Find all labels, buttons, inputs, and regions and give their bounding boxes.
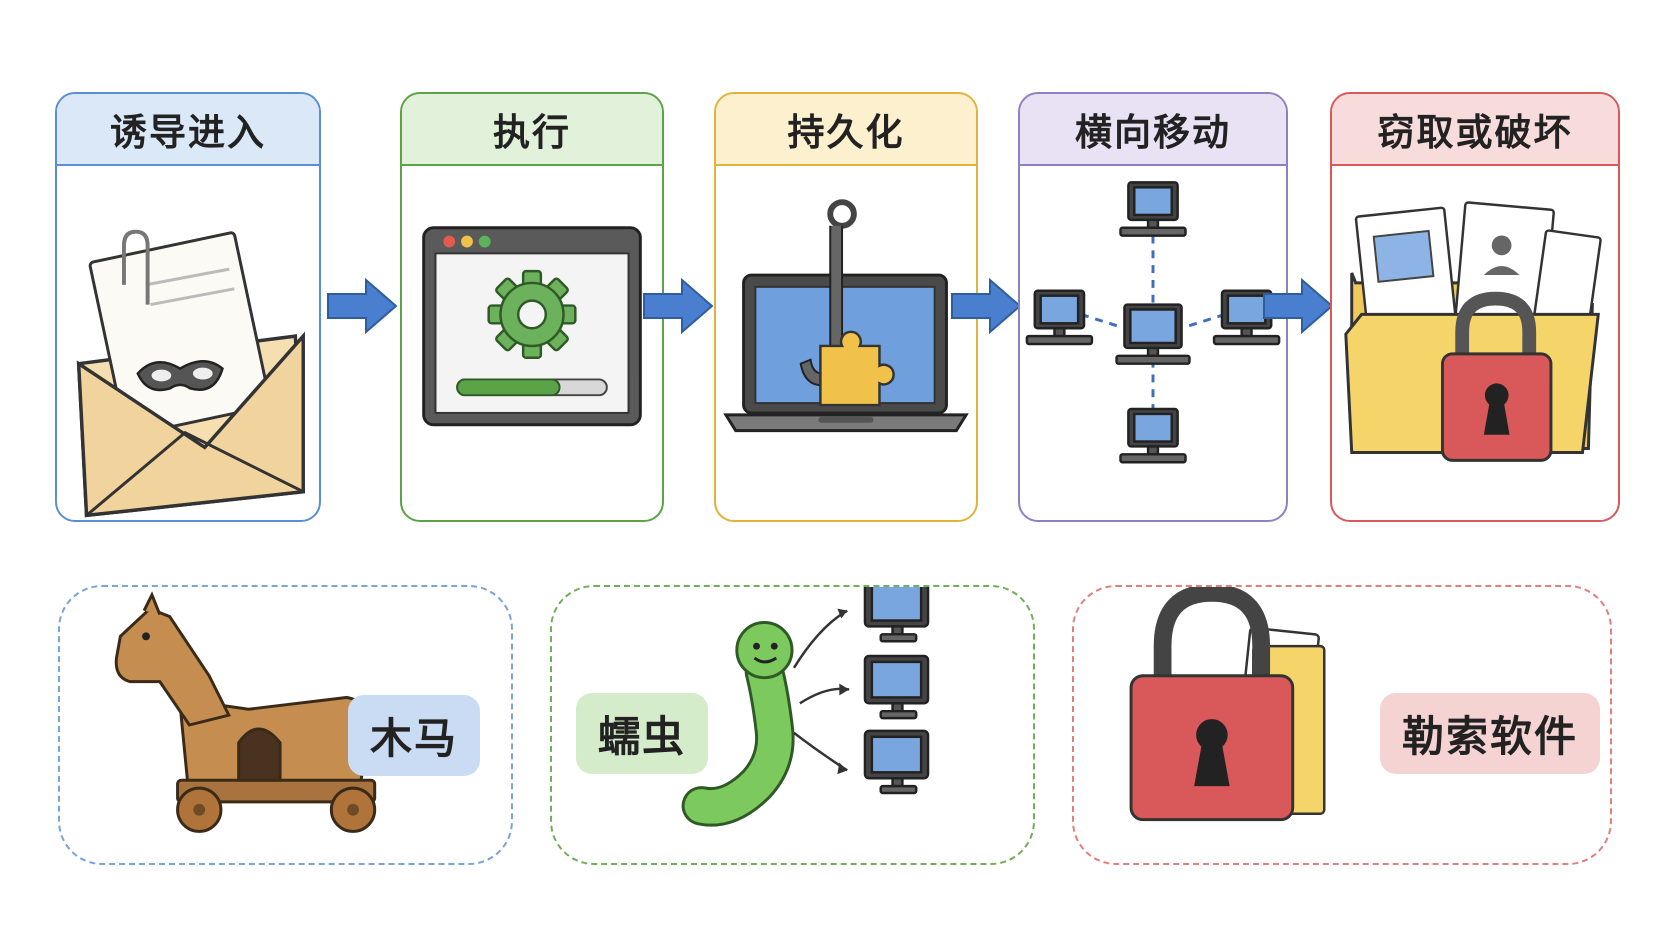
app-window-gear-icon <box>422 226 642 427</box>
label-trojan: 木马 <box>348 695 481 776</box>
stage-title-steal: 窃取或破坏 <box>1332 94 1618 166</box>
malware-type-trojan: 木马 <box>58 585 513 865</box>
flow-arrow-2 <box>643 278 714 334</box>
network-computers-icon <box>1025 181 1281 464</box>
flow-arrow-3 <box>951 278 1022 334</box>
malware-type-ransomware: 勒索软件 <box>1072 585 1612 865</box>
stage-title-execute: 执行 <box>402 94 662 166</box>
stage-lateral: 横向移动 <box>1018 92 1288 522</box>
flow-arrow-4 <box>1263 278 1334 334</box>
stage-execute: 执行 <box>400 92 664 522</box>
flow-arrow-1 <box>327 278 398 334</box>
laptop-hook-icon <box>723 199 969 433</box>
stage-lure: 诱导进入 <box>55 92 321 522</box>
envelope-mask-icon <box>76 229 306 518</box>
stage-title-lateral: 横向移动 <box>1020 94 1286 166</box>
locked-folder-icon <box>1344 201 1602 462</box>
trojan-horse-icon <box>114 591 393 833</box>
padlock-icon <box>1129 587 1326 822</box>
malware-type-worm: 蠕虫 <box>550 585 1035 865</box>
label-worm: 蠕虫 <box>576 693 709 774</box>
stage-persist: 持久化 <box>714 92 978 522</box>
worm-icon <box>681 587 930 827</box>
stage-title-persist: 持久化 <box>716 94 976 166</box>
label-ransomware: 勒索软件 <box>1380 693 1601 774</box>
stage-steal: 窃取或破坏 <box>1330 92 1620 522</box>
stage-title-lure: 诱导进入 <box>57 94 319 166</box>
